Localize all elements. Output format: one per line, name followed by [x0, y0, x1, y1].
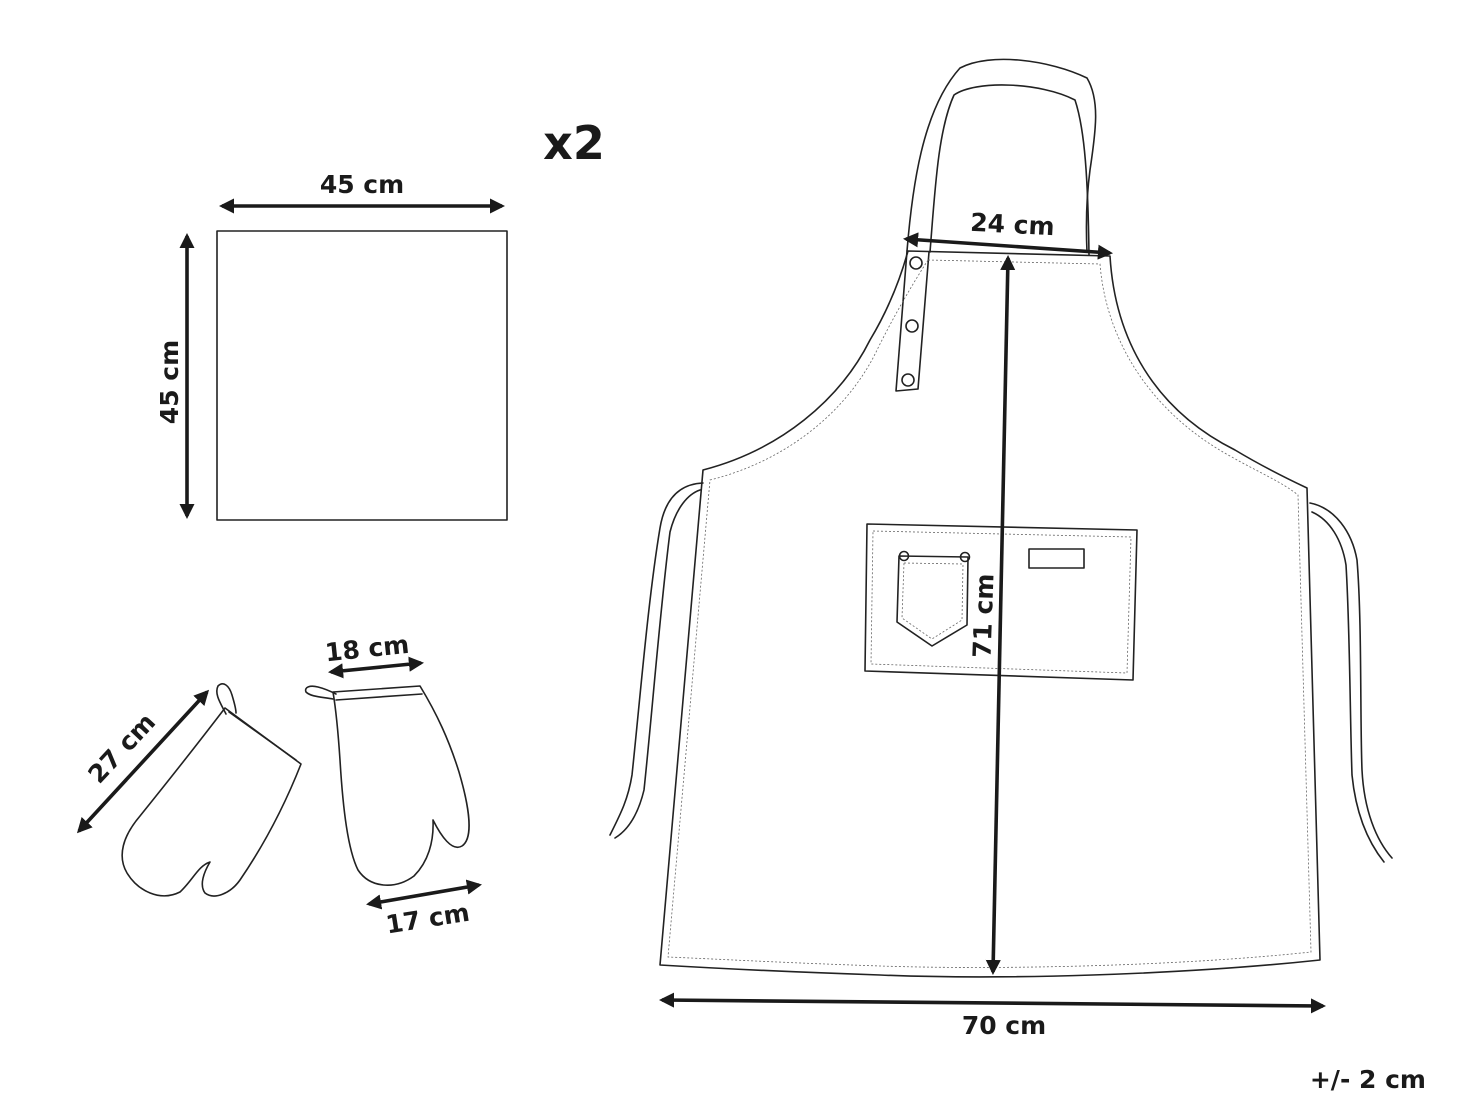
- apron-strap-button: [901, 373, 915, 387]
- apron-front-pocket: [864, 523, 1138, 681]
- apron-label-patch: [1028, 548, 1085, 569]
- apron-width-label: 70 cm: [962, 1011, 1046, 1040]
- mitt-right-hang-loop: [304, 685, 337, 700]
- apron-strap-button: [909, 256, 923, 270]
- napkin-width-label: 45 cm: [320, 170, 404, 199]
- apron-tie-left: [609, 482, 704, 836]
- mitt-right-body: [332, 685, 470, 886]
- apron-pen-pocket: [896, 555, 969, 647]
- apron-neck-arrow: [902, 232, 1114, 260]
- apron-adjustable-strap: [895, 250, 930, 392]
- mitt-length-label: 27 cm: [82, 707, 161, 788]
- apron-length-arrow: [985, 254, 1016, 976]
- tolerance-label: +/- 2 cm: [1310, 1065, 1426, 1094]
- napkin-height-label: 45 cm: [155, 340, 184, 424]
- mitt-length-arrow: [76, 689, 210, 834]
- mitt-top-width-label: 18 cm: [324, 630, 411, 668]
- mitt-top-width-arrow: [327, 656, 425, 679]
- oven-mitt-left: 27 cm: [76, 683, 302, 897]
- apron-tie-right: [1309, 502, 1393, 859]
- mitt-left-hang-loop: [216, 683, 237, 715]
- mitt-bottom-width-label: 17 cm: [384, 898, 472, 940]
- apron-body: [659, 250, 1321, 978]
- mitt-bottom-width-arrow: [366, 879, 482, 910]
- apron-length-label: 71 cm: [968, 573, 1000, 658]
- apron-neck-label: 24 cm: [970, 208, 1056, 241]
- apron-neck-strap: [906, 58, 1097, 253]
- apron: 24 cm 71 cm 70 cm: [609, 58, 1393, 1040]
- apron-width-arrow: [658, 992, 1327, 1014]
- napkin: 45 cm 45 cm: [155, 170, 508, 521]
- napkin-outline: [216, 230, 508, 521]
- oven-mitt-right: 18 cm 17 cm: [304, 630, 482, 940]
- quantity-label: x2: [543, 116, 605, 170]
- apron-strap-button: [905, 319, 919, 333]
